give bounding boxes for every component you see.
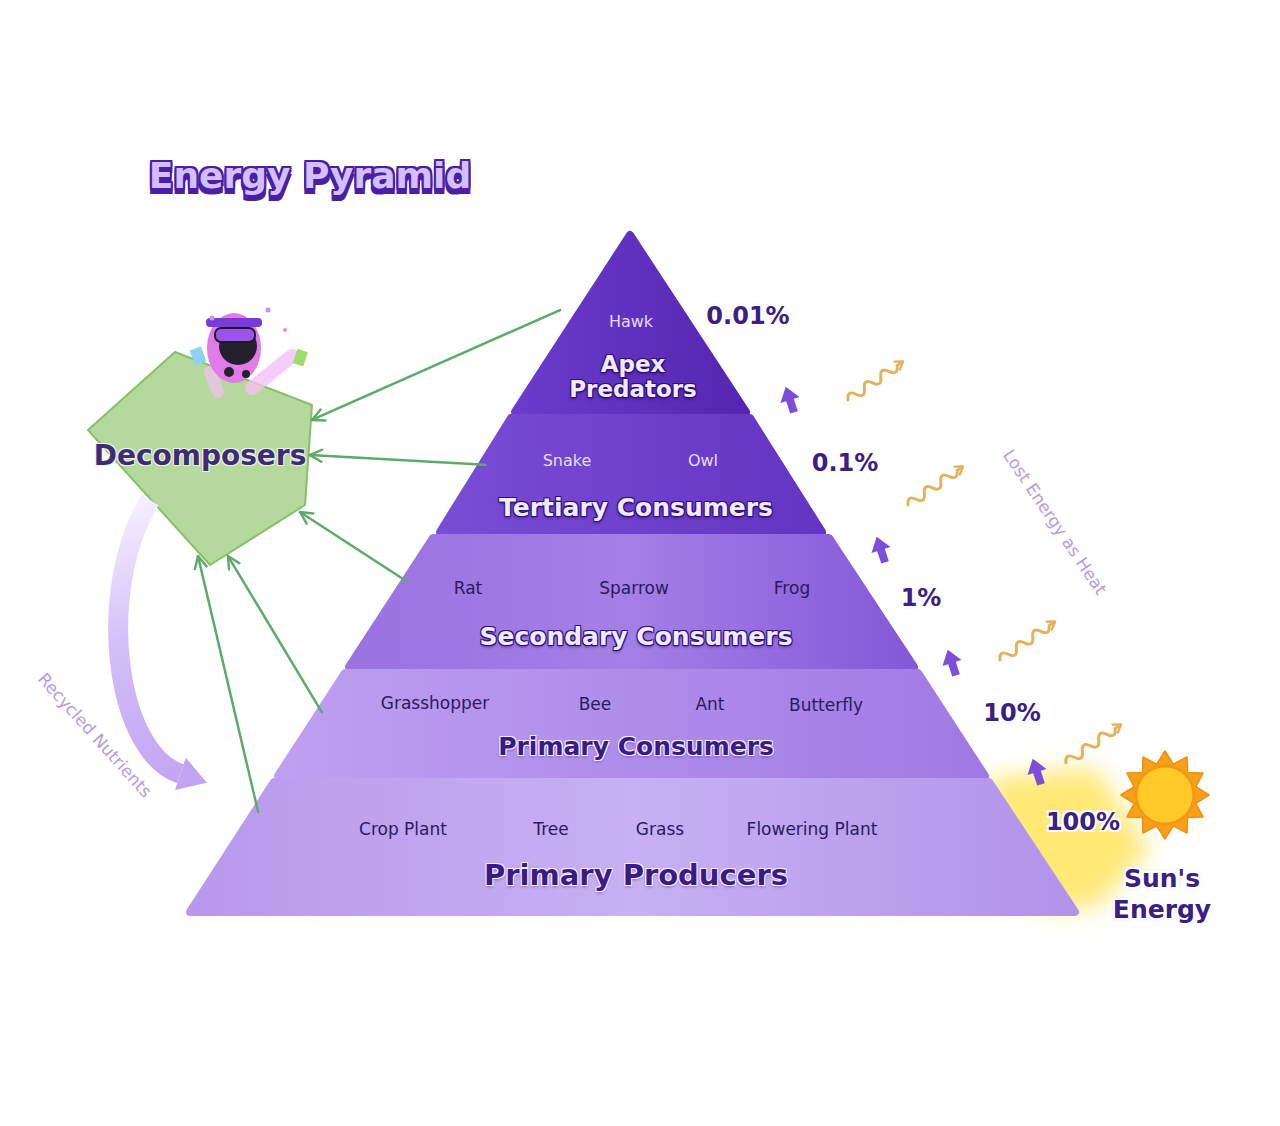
energy-up-arrow-shape	[867, 534, 894, 566]
tertiary-level-band-shape	[440, 418, 822, 532]
mascot-visor	[215, 328, 255, 342]
energy-to-decomposer-arrow	[312, 310, 560, 420]
energy-percent: 0.01%	[706, 302, 789, 330]
producer-band-shape	[190, 782, 1075, 912]
producer-band-outline	[190, 782, 1075, 912]
heat-wave-line	[905, 463, 964, 508]
energy-percent: 0.1%	[812, 449, 879, 477]
species-name: Snake	[543, 451, 592, 470]
energy-up-arrow	[867, 534, 894, 566]
secondary-level-band: Rat Sparrow FrogSecondary Consumers	[349, 538, 914, 667]
species-name: Sparrow	[599, 578, 669, 598]
trophic-level-title: Primary Producers	[484, 858, 788, 892]
species-name: Hawk	[609, 312, 653, 331]
species-name: Grass	[636, 819, 684, 839]
tertiary-level-band: Snake OwlTertiary Consumers	[440, 418, 822, 532]
energy-to-decomposer-arrow	[198, 556, 258, 812]
energy-up-arrow	[776, 384, 803, 416]
energy-up-arrow	[938, 647, 965, 679]
sparkle	[210, 316, 215, 321]
mascot-face	[219, 327, 257, 365]
sun-disc	[1136, 766, 1194, 824]
species-name: Frog	[774, 578, 810, 598]
decomposer-title: Decomposers	[94, 439, 307, 472]
energy-up-arrow	[1023, 756, 1050, 788]
diagram-title: Energy Pyramid	[149, 155, 471, 196]
heat-wave	[1063, 721, 1122, 766]
heat-wave-line	[1063, 721, 1122, 766]
species-name: Ant	[695, 694, 724, 714]
primary-consumer-band: Grasshopper Bee Ant ButterflyPrimary Consum…	[278, 673, 985, 776]
nutrient-cycle-arrow	[118, 500, 180, 774]
sun-rays	[1121, 751, 1209, 839]
energy-percent: 10%	[983, 699, 1040, 727]
energy-to-decomposer-arrow	[310, 455, 485, 465]
heat-wave	[845, 358, 904, 403]
trophic-level-title: Tertiary Consumers	[499, 493, 773, 522]
sparkle	[283, 328, 287, 332]
energy-up-arrow-shape	[1023, 756, 1050, 788]
sparkle	[266, 308, 271, 313]
energy-up-arrow-shape	[776, 384, 803, 416]
primary-consumer-band-outline	[278, 673, 985, 776]
species-name: Owl	[688, 451, 718, 470]
energy-to-decomposer-arrow	[300, 512, 408, 582]
heat-wave-line	[997, 618, 1056, 663]
sun-icon	[1121, 751, 1209, 839]
secondary-level-band-shape	[349, 538, 914, 667]
energy-percent: 100%	[1046, 808, 1120, 836]
heat-wave	[997, 618, 1056, 663]
heat-wave-line	[845, 358, 904, 403]
trophic-level-title: Secondary Consumers	[479, 622, 792, 651]
paper-scrap	[293, 349, 308, 367]
species-name: Butterfly	[789, 695, 863, 715]
mascot-headband	[206, 318, 262, 327]
species-name: Crop Plant	[359, 819, 447, 839]
species-name: Tree	[533, 819, 568, 839]
primary-consumer-band-shape	[278, 673, 985, 776]
species-name: Rat	[454, 578, 483, 598]
decomposer-pentagon: Decomposers	[88, 352, 312, 565]
heat-wave	[905, 463, 964, 508]
connector-label: Recycled Nutrients	[34, 669, 156, 801]
producer-band: Crop Plant Tree Grass Flowering PlantPrimar…	[190, 782, 1075, 912]
energy-percent: 1%	[901, 584, 942, 612]
trophic-level-title: Apex Predators	[558, 352, 708, 403]
sun-label: Sun's Energy	[1097, 863, 1227, 926]
species-name: Grasshopper	[381, 693, 490, 713]
mascot-dot	[242, 370, 250, 378]
energy-to-decomposer-arrow	[228, 556, 322, 712]
trophic-level-title: Primary Consumers	[498, 732, 774, 761]
heat-loss-note: Lost Energy as Heat	[999, 446, 1111, 598]
energy-up-arrow-shape	[938, 647, 965, 679]
species-name: Flowering Plant	[747, 819, 878, 839]
species-name: Bee	[579, 694, 612, 714]
decomposer-pentagon-shape	[88, 352, 312, 565]
